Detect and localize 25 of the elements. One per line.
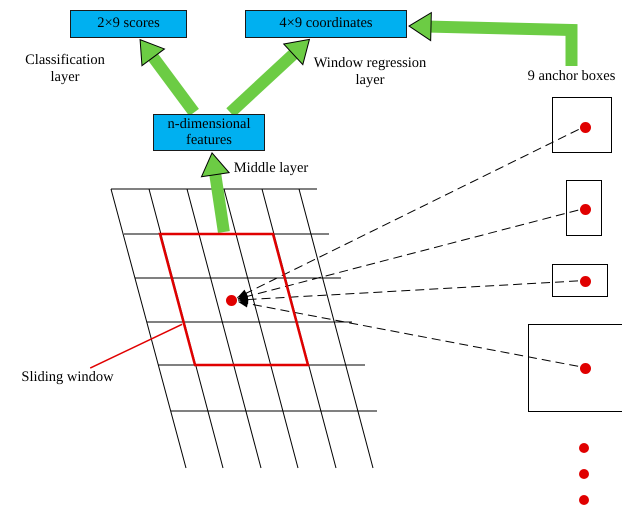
callout-text: Sliding window (5, 369, 130, 389)
leader-line (90, 324, 182, 369)
dashed-arrow (237, 300, 579, 367)
anchor-dot (580, 276, 591, 287)
dashed-arrow (238, 280, 578, 304)
output-box: 2×9 scores (70, 10, 187, 38)
dashed-arrow (237, 210, 579, 300)
edge-label: Window regression layer (312, 55, 428, 90)
anchor-dot (580, 122, 591, 133)
anchor-dot (580, 204, 591, 215)
output-box: 4×9 coordinates (245, 10, 407, 38)
feature-box: n-dimensional features (153, 114, 265, 151)
block-arrow (226, 38, 310, 117)
edge-label: Middle layer (232, 160, 310, 178)
anchor-box (552, 97, 612, 153)
dashed-arrow (236, 128, 580, 298)
anchor-dot (580, 363, 591, 374)
center-dot (226, 295, 237, 306)
caption-text: 9 anchor boxes (521, 68, 622, 88)
anchor-box (528, 324, 622, 412)
anchor-box (566, 180, 602, 236)
block-arrow (200, 152, 230, 233)
anchor-box (552, 264, 608, 297)
block-arrow (140, 39, 199, 116)
edge-label: Classification layer (24, 52, 106, 87)
